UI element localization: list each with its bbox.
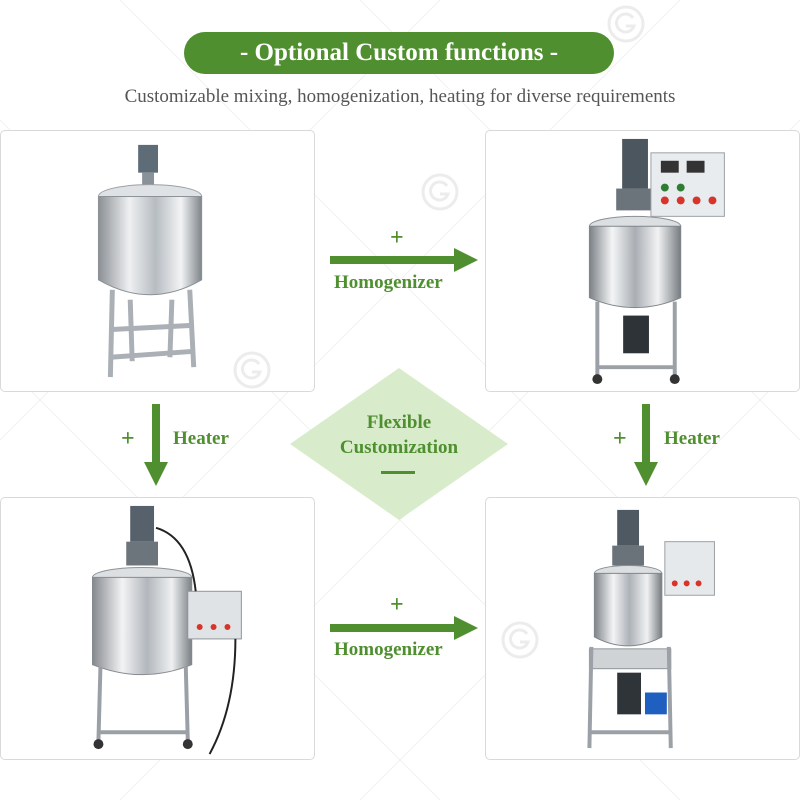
step-label-homogenizer-bottom: Homogenizer [334,639,443,660]
arrow-down-icon [634,404,658,486]
step-label-homogenizer-top: Homogenizer [334,272,443,293]
page-title: - Optional Custom functions - [184,32,614,74]
center-diamond [290,368,508,520]
product-image-mixing-tank [0,130,315,392]
arrow-right-icon [330,248,478,272]
plus-sign-top: + [390,225,404,251]
page-subtitle: Customizable mixing, homogenization, hea… [124,86,676,107]
center-text-line1: Flexible [366,412,432,433]
product-image-heater-tank [0,497,315,760]
arrow-down-icon [144,404,168,486]
center-text-line2: Customization [339,437,459,458]
product-image-homogenizer-tank [485,130,800,392]
center-text: Flexible Customization [290,410,508,460]
g-logo-icon [421,173,459,211]
step-label-heater-right: Heater [664,428,720,449]
plus-sign-right: + [613,426,627,452]
g-logo-icon [501,621,539,659]
g-logo-icon [233,351,271,389]
product-image-full-system-tank [485,497,800,760]
plus-sign-left: + [121,426,135,452]
plus-sign-bottom: + [390,592,404,618]
arrow-right-icon [330,616,478,640]
g-logo-icon [607,5,645,43]
step-label-heater-left: Heater [173,428,229,449]
center-divider [381,471,415,474]
